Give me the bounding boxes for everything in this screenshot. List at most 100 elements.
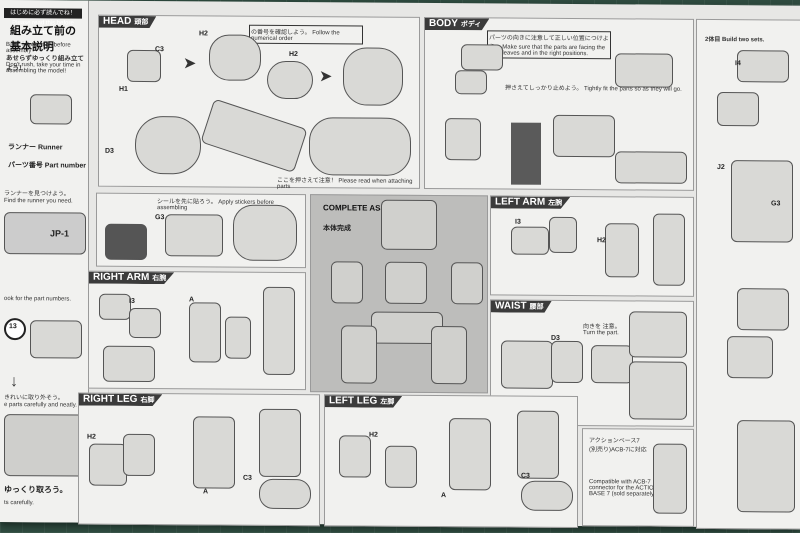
left-arm-part-3 xyxy=(605,223,639,278)
part-close-up xyxy=(30,320,82,359)
c3-label-3: C3 xyxy=(521,472,530,480)
left-leg-part-3 xyxy=(449,418,491,491)
a-label: A xyxy=(189,296,195,304)
edge-part-2 xyxy=(717,92,759,127)
right-arm-part-1 xyxy=(99,293,131,320)
build-two-note: 2体目 Build two sets. xyxy=(705,36,765,44)
remove-slowly-jp: ゆっくり取ろう。 xyxy=(4,485,68,495)
sticker-face xyxy=(105,223,147,261)
remove-carefully-en: ts carefully. xyxy=(4,500,34,507)
head-part-2 xyxy=(209,34,261,81)
down-arrow-icon: ↓ xyxy=(10,373,18,391)
head-part-1 xyxy=(127,49,161,83)
h2-label-3: H2 xyxy=(597,237,606,245)
right-arrow-icon: ➤ xyxy=(319,68,333,86)
read-first-banner: はじめに必ず読んでね！ Please read this before buil… xyxy=(4,8,82,36)
right-leg-part-1 xyxy=(89,443,127,486)
waist-final xyxy=(629,361,687,420)
right-arm-part-5 xyxy=(225,316,251,359)
head-order-note: の番号を確認しよう。 Follow the numerical order xyxy=(249,24,363,45)
nipper-illustration xyxy=(4,414,86,477)
runner-label: ランナー Runner xyxy=(8,144,63,152)
head-face xyxy=(135,115,201,175)
g3-label-2: G3 xyxy=(155,214,165,222)
left-arm-part-2 xyxy=(549,216,577,254)
complete-body xyxy=(385,261,427,304)
right-arm-part-3 xyxy=(103,345,155,383)
edge-part-6 xyxy=(737,420,795,513)
left-leg-part-4 xyxy=(517,410,559,479)
right-leg-part-2 xyxy=(123,433,155,477)
h2-label-5: H2 xyxy=(369,431,378,439)
right-arrow-icon: ➤ xyxy=(183,55,197,73)
remove-jp: きれいに取り外そう。 xyxy=(4,395,64,402)
body-torso xyxy=(615,53,673,88)
body-part-3 xyxy=(445,118,481,161)
edge-part-5 xyxy=(727,336,773,379)
body-chest-assembled xyxy=(615,151,687,184)
c3-label-2: C3 xyxy=(243,474,252,482)
complete-assembly-section: COMPLETE ASSEMBLY 本体完成 xyxy=(310,194,488,394)
guard-part xyxy=(165,214,223,257)
sticker-section: シールを先に貼ろう。 Apply stickers before assembl… xyxy=(96,192,306,269)
left-leg-foot xyxy=(521,480,573,512)
complete-title-jp: 本体完成 xyxy=(323,225,351,233)
edge-part-1 xyxy=(737,50,789,83)
body-part-2 xyxy=(455,70,487,95)
d3-label-2: D3 xyxy=(551,334,560,342)
head-attention: ここを押さえて注意！ Please read when attaching pa… xyxy=(277,177,413,191)
g3-label: G3 xyxy=(771,200,781,208)
waist-part-2 xyxy=(551,340,583,384)
complete-left-arm xyxy=(451,262,483,305)
runner-code: JP-1 xyxy=(50,228,70,239)
complete-head xyxy=(381,199,437,251)
left-leg-part-1 xyxy=(339,435,371,478)
action-base-section: アクションベース7 (別売り)ACB-7に対応 Compatible with … xyxy=(582,428,694,527)
turn-note: 向きを 注意。 Turn the part. xyxy=(583,324,621,337)
complete-right-leg xyxy=(341,325,377,384)
edge-part-4 xyxy=(737,288,789,331)
action-base-en: Compatible with ACB-7 connector for the … xyxy=(589,479,659,498)
complete-right-arm xyxy=(331,261,363,304)
body-note: パーツの向きに注意して正しい位置につけよう。 Make sure that th… xyxy=(487,30,611,60)
body-core xyxy=(511,122,541,185)
head-assembled xyxy=(343,47,403,106)
j2-label: J2 xyxy=(717,164,725,172)
edge-part-3 xyxy=(731,160,793,243)
look-part-numbers: ook for the part numbers. xyxy=(4,296,72,303)
complete-left-leg xyxy=(431,326,467,385)
head-helmet xyxy=(267,60,313,100)
part-number-label: パーツ番号 Part number xyxy=(8,162,87,170)
find-runner-jp: ランナーを見つけよう。 xyxy=(4,191,70,198)
right-leg-part-4 xyxy=(259,408,301,478)
runner-frame-image xyxy=(4,212,86,255)
find-runner-en: Find the runner you need. xyxy=(4,198,73,205)
body-chest xyxy=(553,114,615,158)
c3-label: C3 xyxy=(155,46,164,54)
action-base-jp: アクションベース7 (別売り)ACB-7に対応 xyxy=(589,438,647,454)
h2-label: H2 xyxy=(199,30,208,38)
right-edge-section: 2体目 Build two sets. J2 G3 I4 xyxy=(696,18,800,530)
waist-part-1 xyxy=(501,340,553,389)
right-leg-foot xyxy=(259,478,311,510)
runner-diagram xyxy=(30,94,72,125)
remove-en: e parts carefully and neatly. xyxy=(4,402,77,409)
head-final xyxy=(233,204,297,262)
part-number-example: 13 xyxy=(9,323,17,331)
right-arm-part-2 xyxy=(129,307,161,339)
left-leg-part-2 xyxy=(385,445,417,488)
a-label-3: A xyxy=(441,492,447,500)
head-crest xyxy=(309,117,411,176)
right-leg-part-3 xyxy=(193,416,235,489)
